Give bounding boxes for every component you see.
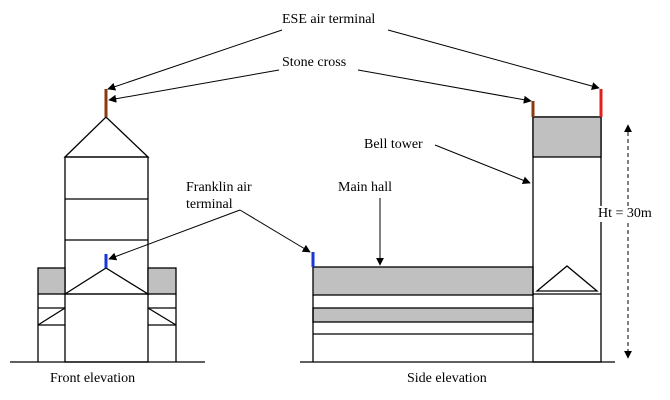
stone-cross-label: Stone cross: [282, 55, 347, 70]
bell-tower-gable: [535, 265, 599, 292]
franklin-label-line2: terminal: [186, 197, 233, 212]
franklin-arrow-left: [108, 209, 241, 261]
front-elevation-building: [10, 116, 205, 363]
stone-cross-arrow-left: [108, 69, 280, 103]
side-elevation-caption: Side elevation: [407, 371, 487, 386]
side-elevation-building: [300, 116, 615, 363]
ese-arrow-right: [387, 29, 600, 90]
front-tower: [64, 156, 149, 363]
main-hall-label: Main hall: [338, 180, 393, 195]
ese-air-terminal-label: ESE air terminal: [282, 12, 376, 27]
bell-tower-arrow: [434, 144, 531, 185]
main-hall-band: [312, 307, 534, 323]
ese-arrow-left: [107, 29, 283, 91]
leader-lines: [107, 29, 632, 359]
bell-tower-top: [532, 116, 602, 158]
main-hall-roof: [312, 266, 534, 296]
stone-cross-arrow-right: [357, 69, 532, 104]
front-spire: [63, 116, 150, 158]
front-left-roof: [37, 267, 66, 295]
front-right-roof: [147, 267, 177, 295]
franklin-arrow-right: [239, 209, 311, 253]
height-label: Ht = 30m: [598, 206, 652, 222]
bell-tower-label: Bell tower: [364, 137, 423, 152]
franklin-label-line1: Franklin air: [186, 180, 252, 195]
front-elevation-caption: Front elevation: [50, 371, 136, 386]
front-gable: [62, 267, 151, 295]
